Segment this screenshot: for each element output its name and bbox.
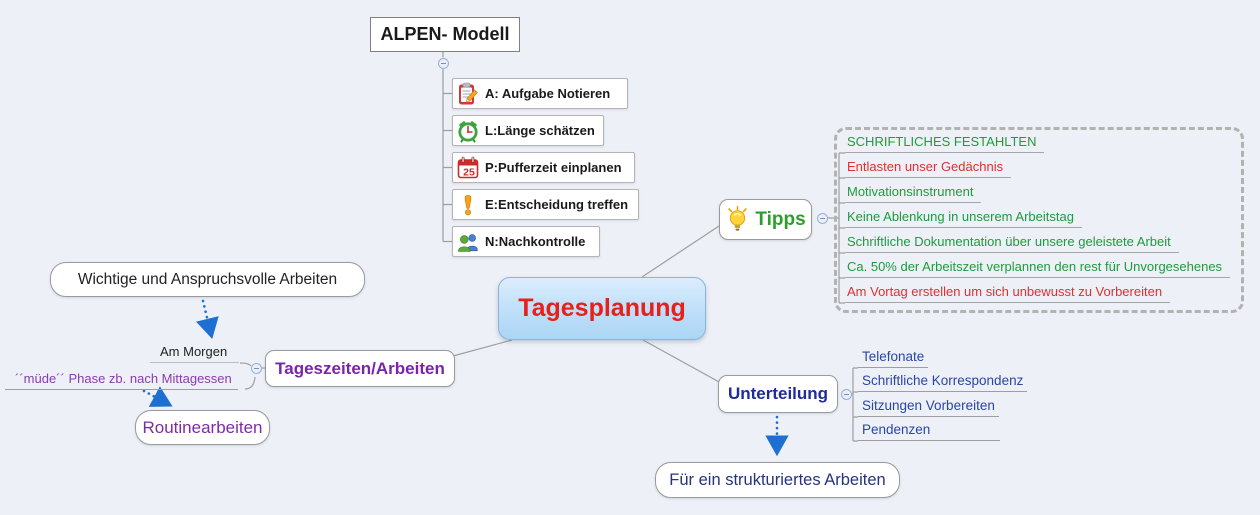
alpen-item-entscheidung[interactable]: E:Entscheidung treffen — [452, 189, 639, 220]
unterteilung-item[interactable]: Telefonate — [858, 347, 929, 368]
topic-wichtige-label: Wichtige und Anspruchsvolle Arbeiten — [77, 270, 338, 288]
tipps-item-label: Motivationsinstrument — [847, 184, 974, 199]
alpen-item-label: E:Entscheidung treffen — [485, 197, 629, 212]
unterteilung-item-label: Telefonate — [862, 349, 925, 364]
topic-muede-phase[interactable]: ´´müde´´ Phase zb. nach Mittagessen — [5, 369, 238, 390]
tipps-item[interactable]: Am Vortag erstellen um sich unbewusst zu… — [845, 282, 1171, 303]
clipboard-icon — [459, 82, 478, 104]
calendar-icon: 25 — [457, 156, 479, 178]
tipps-item-label: Entlasten unser Gedächnis — [847, 159, 1004, 174]
tipps-item[interactable]: Keine Ablenkung in unserem Arbeitstag — [845, 207, 1082, 228]
topic-am-morgen-label: Am Morgen — [160, 344, 228, 359]
tipps-item-label: Schriftliche Dokumentation über unsere g… — [847, 234, 1171, 249]
central-topic-label: Tagesplanung — [518, 294, 686, 322]
unterteilung-item-label: Sitzungen Vorbereiten — [862, 398, 995, 413]
collapse-toggle-icon[interactable] — [250, 362, 262, 374]
collapse-toggle-icon[interactable] — [840, 388, 852, 400]
unterteilung-item-label: Schriftliche Korrespondenz — [862, 373, 1024, 388]
alpen-item-aufgabe[interactable]: A: Aufgabe Notieren — [452, 78, 628, 109]
alpen-item-label: N:Nachkontrolle — [485, 234, 586, 249]
tipps-item-label: Keine Ablenkung in unserem Arbeitstag — [847, 209, 1074, 224]
tipps-item[interactable]: SCHRIFTLICHES FESTAHLTEN — [845, 132, 1045, 153]
topic-tipps-label: Tipps — [755, 208, 806, 230]
exclamation-icon — [464, 194, 472, 215]
unterteilung-item-label: Pendenzen — [862, 422, 931, 437]
tipps-item[interactable]: Schriftliche Dokumentation über unsere g… — [845, 232, 1179, 253]
alpen-item-label: P:Pufferzeit einplanen — [485, 160, 622, 175]
tipps-item-label: Ca. 50% der Arbeitszeit verplannen den r… — [847, 259, 1223, 274]
unterteilung-item[interactable]: Pendenzen — [858, 420, 1001, 441]
topic-alpen-modell[interactable]: ALPEN- Modell — [370, 17, 520, 52]
topic-am-morgen[interactable]: Am Morgen — [150, 342, 240, 363]
arrow-wichtige-to-am-morgen — [195, 299, 219, 340]
central-topic-tagesplanung[interactable]: Tagesplanung — [498, 277, 706, 340]
tipps-boundary — [834, 127, 1244, 313]
unterteilung-item[interactable]: Sitzungen Vorbereiten — [858, 396, 999, 417]
people-icon — [458, 233, 478, 252]
alpen-item-nachkontrolle[interactable]: N:Nachkontrolle — [452, 226, 600, 257]
topic-strukturiertes-arbeiten-label: Für ein strukturiertes Arbeiten — [669, 470, 886, 489]
tipps-item-label: Am Vortag erstellen um sich unbewusst zu… — [847, 284, 1163, 299]
topic-wichtige-arbeiten[interactable]: Wichtige und Anspruchsvolle Arbeiten — [50, 262, 365, 297]
unterteilung-item[interactable]: Schriftliche Korrespondenz — [858, 371, 1028, 392]
lightbulb-icon — [728, 206, 748, 231]
topic-routinearbeiten-label: Routinearbeiten — [142, 417, 263, 437]
tipps-item[interactable]: Motivationsinstrument — [845, 182, 982, 203]
topic-alpen-label: ALPEN- Modell — [380, 24, 510, 44]
tipps-item[interactable]: Entlasten unser Gedächnis — [845, 157, 1012, 178]
alpen-item-label: A: Aufgabe Notieren — [485, 86, 611, 101]
alarm-clock-icon — [458, 120, 478, 142]
tipps-item[interactable]: Ca. 50% der Arbeitszeit verplannen den r… — [845, 257, 1231, 278]
svg-text:25: 25 — [463, 166, 475, 178]
topic-tipps[interactable]: Tipps — [719, 199, 812, 240]
arrow-muede-to-routine — [142, 386, 173, 407]
tipps-item-label: SCHRIFTLICHES FESTAHLTEN — [847, 134, 1037, 149]
collapse-toggle-icon[interactable] — [437, 57, 449, 69]
topic-tageszeiten-label: Tageszeiten/Arbeiten — [275, 358, 445, 378]
topic-routinearbeiten[interactable]: Routinearbeiten — [135, 410, 270, 445]
topic-muede-phase-label: ´´müde´´ Phase zb. nach Mittagessen — [15, 371, 232, 386]
alpen-item-laenge[interactable]: L:Länge schätzen — [452, 115, 604, 146]
topic-unterteilung[interactable]: Unterteilung — [718, 375, 838, 413]
alpen-item-label: L:Länge schätzen — [485, 123, 595, 138]
collapse-toggle-icon[interactable] — [816, 212, 828, 224]
topic-tageszeiten-arbeiten[interactable]: Tageszeiten/Arbeiten — [265, 350, 455, 387]
alpen-item-pufferzeit[interactable]: 25 P:Pufferzeit einplanen — [452, 152, 635, 183]
topic-strukturiertes-arbeiten[interactable]: Für ein strukturiertes Arbeiten — [655, 462, 900, 498]
topic-unterteilung-label: Unterteilung — [727, 384, 829, 403]
